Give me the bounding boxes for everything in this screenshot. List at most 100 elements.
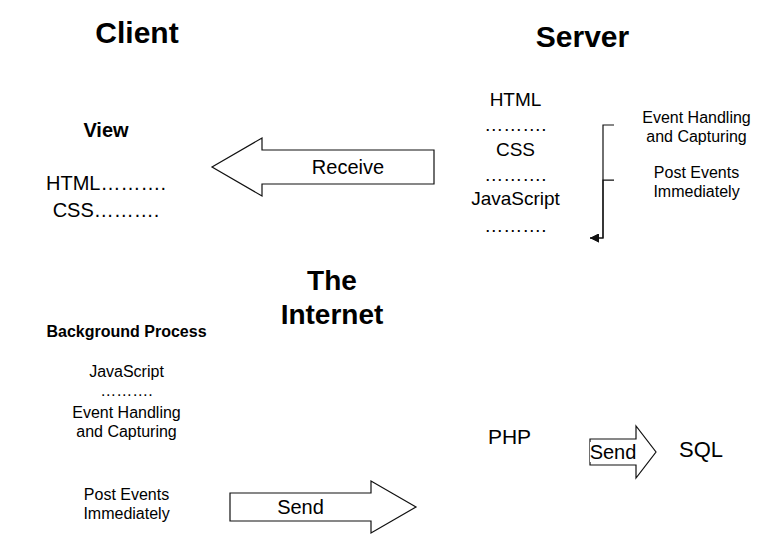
edge-label: Send [277,497,324,517]
scroll-roll [620,99,760,109]
text-slot: Background Process [37,322,216,341]
event-scroll: Event Handling and Capturing [614,98,760,152]
monitor-base [28,258,184,288]
internet-cloud: The Internet [262,8,402,538]
text-slot: View [27,118,185,142]
text-slot: CSS………. [27,198,185,222]
scroll-curl [429,513,439,523]
scroll-text: Post Events Immediately [636,163,757,201]
process-text: JavaScript [37,362,216,381]
edge-label: Send [590,442,637,462]
scroll-curl [623,101,628,106]
scroll-curl [440,69,447,76]
php-scroll: PHP [418,340,590,530]
scroll-text: PHP [432,424,587,449]
panel-border [403,6,763,538]
scroll-curl [626,194,633,201]
refresh-head [106,462,121,476]
text-slot: ………. [444,215,587,238]
receive-arrow [212,138,434,196]
screen-text: CSS………. [27,198,185,222]
scroll-text: JavaScript [444,188,587,211]
screen-text: View [27,118,185,142]
text-slot: Event Handling and Capturing [636,108,757,146]
cloud-outline [264,12,401,534]
text-slot: PHP [432,424,587,449]
send-arrow [590,426,656,478]
screen-text: HTML………. [27,171,185,195]
text-slot: ………. [444,164,587,187]
process-text: Background Process [37,322,216,341]
scroll-body [432,347,587,528]
text-slot: JavaScript [37,362,216,381]
scroll-curl [428,344,435,351]
process-text: ………. [37,381,216,400]
scroll-body [444,72,587,258]
panel-title: Server [402,19,763,55]
post-scroll: Post Events Immediately [614,155,760,205]
client-panel: ViewHTML………. CSS………. Background ProcessJav… [10,5,264,538]
server-panel: HTML……….CSS……….JavaScript……….Event Handl… [402,5,763,538]
refresh-icon [106,445,148,476]
text-slot: Server [402,19,763,55]
scroll-text: CSS [444,139,587,162]
panel-title: Client [10,15,264,51]
cylinder-top [659,349,743,371]
scroll-curl [619,186,637,204]
bracket-arrow [590,125,614,238]
process-text: Post Events Immediately [61,485,192,523]
bracket-arrow [590,180,614,238]
screen-wave [27,144,185,226]
refresh-arc [116,466,146,472]
send-arrow [230,481,416,533]
text-slot: HTML [444,89,587,112]
monitor: ViewHTML………. CSS………. [14,72,206,290]
text-slot: HTML………. [27,171,185,195]
process-text: Event Handling and Capturing [61,403,192,441]
scroll-text: ………. [444,114,587,137]
scroll-curl [431,233,457,259]
sql-cylinder: SQL [658,348,744,528]
text-slot: Event Handling and Capturing [61,403,192,441]
box-border [34,319,220,527]
scroll-roll [424,341,590,355]
scroll-roll [436,66,590,80]
panel-border [11,6,264,538]
scroll-curl [419,503,445,529]
scroll-curl [441,243,451,253]
page-scroll: HTML……….CSS……….JavaScript………. [430,65,590,260]
scroll-text: Event Handling and Capturing [636,108,757,146]
refresh-head [133,445,148,459]
refresh-arc [108,450,138,457]
text-slot: SQL [660,437,742,463]
cloud-label: The Internet [276,264,388,331]
client-panel-outline [10,5,264,538]
scroll-body [628,103,757,150]
scroll-curl [626,139,634,147]
edge-label-slot: Receive [278,157,418,178]
text-slot: Post Events Immediately [61,485,192,523]
text-slot: The Internet [276,264,388,331]
cylinder-body [659,360,743,528]
monitor-bezel [15,73,197,239]
scroll-body [628,160,757,203]
background-process-box: Background ProcessJavaScript………. Event Ha… [33,318,220,527]
text-slot: ………. [444,114,587,137]
scroll-curl [618,132,637,151]
monitor-screen [27,86,185,226]
edge-label-slot: Send [231,497,371,518]
text-slot: Client [10,15,264,51]
scroll-curl [623,158,628,163]
db-label: SQL [660,437,742,463]
scroll-text: HTML [444,89,587,112]
text-slot: Post Events Immediately [636,163,757,201]
edge-label: Receive [312,157,384,177]
scroll-text: ………. [444,215,587,238]
monitor-neck [91,239,121,261]
text-slot: CSS [444,139,587,162]
text-slot: JavaScript [444,188,587,211]
